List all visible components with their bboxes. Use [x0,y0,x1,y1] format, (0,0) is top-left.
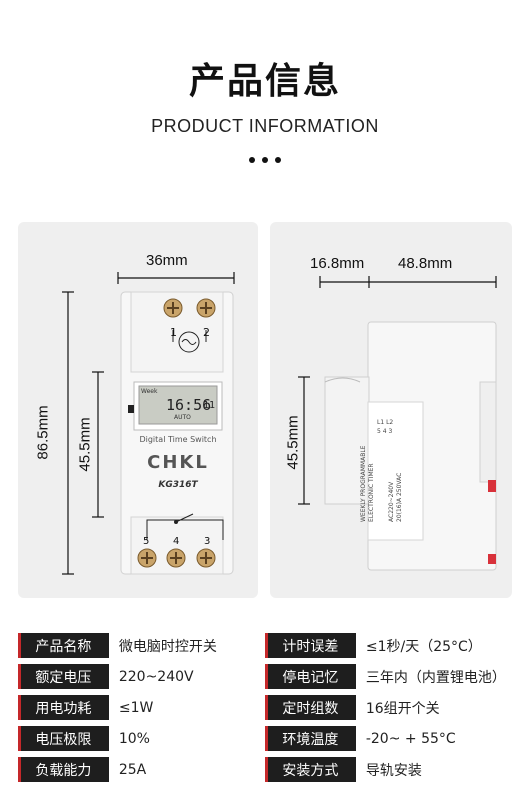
total-height-label: 86.5mm [34,405,52,460]
spec-value: ≤1秒/天（25°C） [365,638,482,655]
mark-3: 3 [388,428,393,435]
mark-4: 4 [382,428,387,435]
spec-value: 10% [118,730,150,747]
page-title: 产品信息 [188,61,341,102]
spec-row: 电压极限 10% 环境温度 -20~ + 55°C [18,725,512,752]
lcd-time: 16:56 [166,396,212,414]
spec-value: -20~ + 55°C [365,730,456,747]
spec-value: ≤1W [118,699,154,716]
side-label-line: ELECTRONIC TIMER [368,463,375,522]
mark-l1: L1 [377,419,385,426]
device-model: KG316T [158,480,198,490]
spec-key: 定时组数 [265,695,356,720]
lcd-mode: AUTO [174,414,191,421]
depth-b-label: 48.8mm [398,255,453,272]
spec-value: 三年内（内置锂电池） [365,669,506,686]
device-caption: Digital Time Switch [139,435,217,444]
side-view-drawing [298,276,497,571]
spec-value: 导轨安装 [365,762,422,779]
spec-key: 负载能力 [18,757,109,782]
terminal-5-label: 5 [143,536,150,547]
spec-row: 产品名称 微电脑时控开关 计时误差 ≤1秒/天（25°C） [18,632,512,659]
spec-key: 额定电压 [18,664,109,689]
lcd-seconds: 11 [203,400,216,411]
spec-key: 安装方式 [265,757,356,782]
side-label-line: WEEKLY PROGRAMMABLE [360,445,367,522]
spec-key: 计时误差 [265,633,356,658]
side-label-line: AC220~240V [388,481,395,522]
terminal-3-label: 3 [204,536,211,547]
depth-a-label: 16.8mm [310,255,365,272]
mark-5: 5 [377,428,381,435]
terminal-2-label: 2 [203,326,210,339]
side-terminal-marks: L1 L2 5 4 3 [377,418,393,436]
spec-row: 额定电压 220~240V 停电记忆 三年内（内置锂电池） [18,663,512,690]
side-height-label: 45.5mm [284,415,302,470]
spec-value: 25A [118,761,147,778]
dot [262,157,268,163]
mark-l2: L2 [386,419,394,426]
spec-value: 16组开个关 [365,700,440,717]
side-label-line: 20(16)A 250VAC [396,472,403,522]
page-subtitle: PRODUCT INFORMATION [151,116,379,136]
dot [275,157,281,163]
dot [249,157,255,163]
spec-value: 微电脑时控开关 [118,638,217,655]
spec-table: 产品名称 微电脑时控开关 计时误差 ≤1秒/天（25°C） 额定电压 220~2… [18,632,512,787]
side-label-text: WEEKLY PROGRAMMABLE ELECTRONIC TIMER AC2… [360,446,404,522]
lcd-week-label: Week [141,388,158,395]
device-brand: CHKL [147,452,209,473]
decorative-dots [0,150,530,170]
spec-key: 电压极限 [18,726,109,751]
terminal-1-label: 1 [170,326,177,339]
spec-key: 产品名称 [18,633,109,658]
spec-row: 用电功耗 ≤1W 定时组数 16组开个关 [18,694,512,721]
spec-row: 负载能力 25A 安装方式 导轨安装 [18,756,512,783]
front-view-drawing [62,272,235,575]
body-height-label: 45.5mm [76,417,94,472]
side-view-panel: 16.8mm 48.8mm 45.5mm L1 L2 5 4 3 WEEKLY … [270,222,512,598]
spec-key: 环境温度 [265,726,356,751]
terminal-4-label: 4 [173,536,180,547]
spec-key: 用电功耗 [18,695,109,720]
width-dimension-label: 36mm [146,252,188,269]
spec-key: 停电记忆 [265,664,356,689]
front-view-panel: 36mm [18,222,258,598]
spec-value: 220~240V [118,668,194,685]
